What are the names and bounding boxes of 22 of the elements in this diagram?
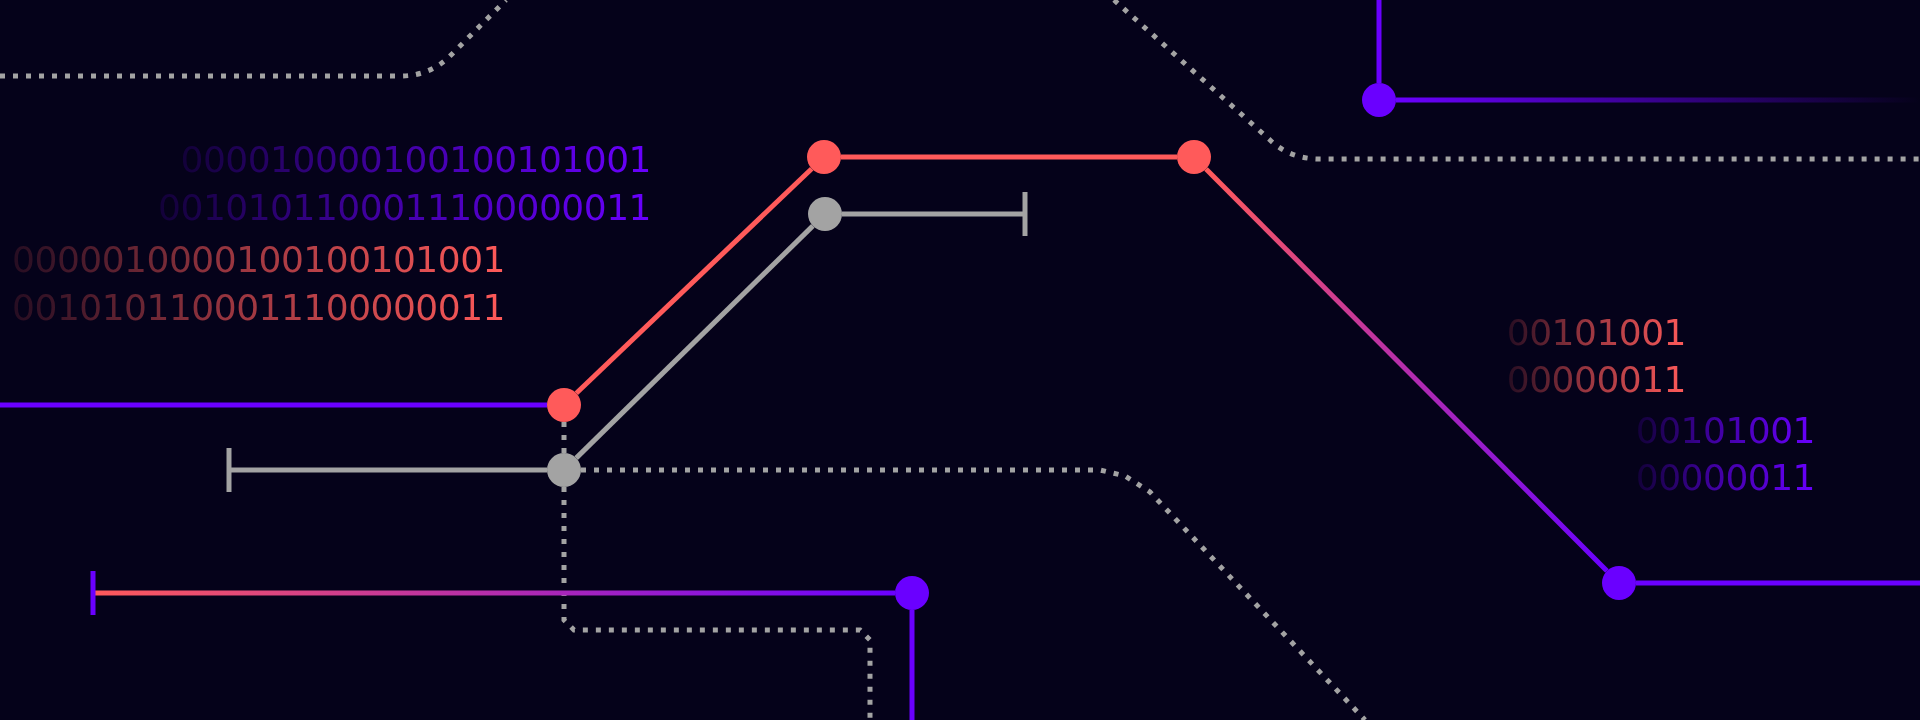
junction-dot	[547, 388, 581, 422]
connector-line	[0, 402, 547, 408]
junction-dot	[1362, 83, 1396, 117]
connector-line	[574, 166, 814, 396]
junction-dot	[1177, 140, 1211, 174]
junction-dot	[808, 197, 842, 231]
junction-dot	[807, 140, 841, 174]
dotted-connector	[561, 487, 873, 720]
connector-line	[574, 224, 815, 460]
connector-line	[90, 568, 895, 618]
connector-line	[1636, 580, 1920, 586]
junction-dot	[1602, 566, 1636, 600]
dotted-connector	[581, 467, 1367, 720]
connector-line	[1204, 167, 1609, 573]
connector-line	[226, 445, 547, 495]
connector-line	[1376, 0, 1382, 83]
connector-line	[909, 610, 915, 720]
connector-line	[841, 154, 1177, 160]
junction-dot	[895, 576, 929, 610]
connector-line	[842, 189, 1028, 239]
dotted-connector	[561, 422, 567, 453]
junction-dot	[547, 453, 581, 487]
